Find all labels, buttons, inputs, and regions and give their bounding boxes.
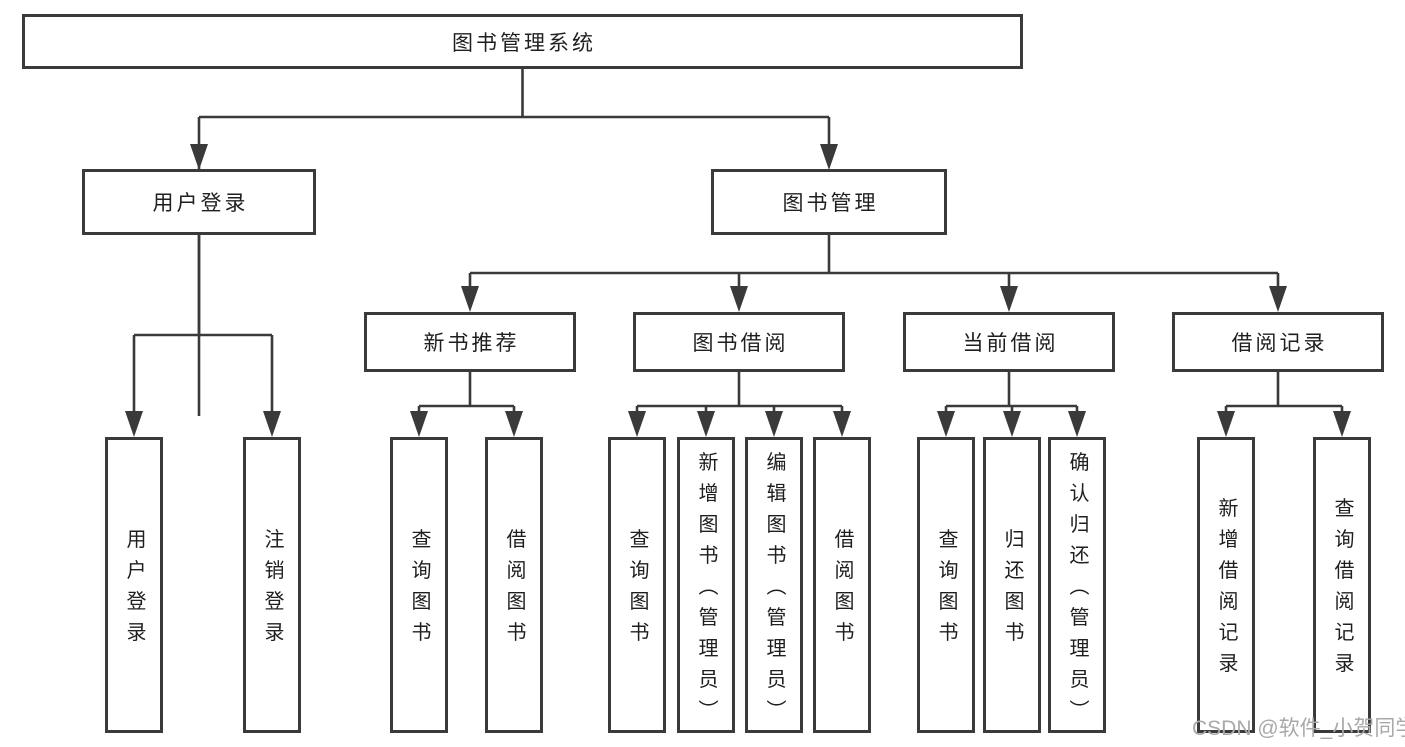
connector-userlogin-to-leaves [125,235,281,437]
node-leaf-bb-query-book-label: 查询图书 [626,528,648,653]
connector-currentborrow-to-leaves [937,372,1086,437]
node-borrow-record: 借阅记录 [1172,312,1384,372]
connector-newbookrec-to-leaves [410,372,523,437]
node-leaf-user-login: 用户登录 [105,437,163,733]
node-leaf-cb-confirm-return: 确认归还（管理员） [1048,437,1106,733]
connector-root-to-level2 [190,68,838,416]
node-leaf-bb-edit-book-label: 编辑图书（管理员） [763,451,785,730]
node-leaf-user-login-label: 用户登录 [123,528,145,653]
node-leaf-cb-confirm-return-label: 确认归还（管理员） [1066,451,1088,730]
node-leaf-logout-label: 注销登录 [261,528,283,653]
node-root: 图书管理系统 [22,14,1023,69]
node-leaf-nbr-borrow-book: 借阅图书 [485,437,543,733]
node-leaf-br-query-record: 查询借阅记录 [1313,437,1371,733]
node-current-borrow-label: 当前借阅 [962,332,1059,355]
node-book-management-label: 图书管理 [782,192,879,215]
connector-bookmgmt-to-level3 [461,235,1287,312]
node-book-borrow-label: 图书借阅 [692,332,789,355]
csdn-watermark: CSDN @软件_小贺同学 [1192,717,1405,740]
node-new-book-recommend: 新书推荐 [364,312,576,372]
node-user-login: 用户登录 [82,169,316,235]
node-current-borrow: 当前借阅 [903,312,1115,372]
node-book-management: 图书管理 [711,169,947,235]
node-leaf-bb-add-book-label: 新增图书（管理员） [695,451,717,730]
node-borrow-record-label: 借阅记录 [1231,332,1328,355]
node-leaf-br-add-record-label: 新增借阅记录 [1215,497,1237,684]
node-book-borrow: 图书借阅 [633,312,845,372]
node-leaf-nbr-query-book: 查询图书 [390,437,448,733]
node-leaf-cb-return-book: 归还图书 [983,437,1041,733]
node-root-label: 图书管理系统 [452,31,596,55]
node-leaf-cb-query-book-label: 查询图书 [935,528,957,653]
node-leaf-cb-return-book-label: 归还图书 [1001,528,1023,653]
node-leaf-nbr-borrow-book-label: 借阅图书 [503,528,525,653]
node-leaf-br-query-record-label: 查询借阅记录 [1331,497,1353,684]
node-leaf-bb-borrow-book-label: 借阅图书 [831,528,853,653]
node-leaf-bb-borrow-book: 借阅图书 [813,437,871,733]
node-leaf-br-add-record: 新增借阅记录 [1197,437,1255,733]
node-leaf-bb-edit-book: 编辑图书（管理员） [745,437,803,733]
node-leaf-nbr-query-book-label: 查询图书 [408,528,430,653]
node-leaf-logout: 注销登录 [243,437,301,733]
connector-borrowrecord-to-leaves [1217,372,1351,437]
node-leaf-bb-add-book: 新增图书（管理员） [677,437,735,733]
connector-bookborrow-to-leaves [628,372,851,437]
node-user-login-label: 用户登录 [152,192,249,215]
node-new-book-recommend-label: 新书推荐 [423,332,520,355]
node-leaf-cb-query-book: 查询图书 [917,437,975,733]
node-leaf-bb-query-book: 查询图书 [608,437,666,733]
